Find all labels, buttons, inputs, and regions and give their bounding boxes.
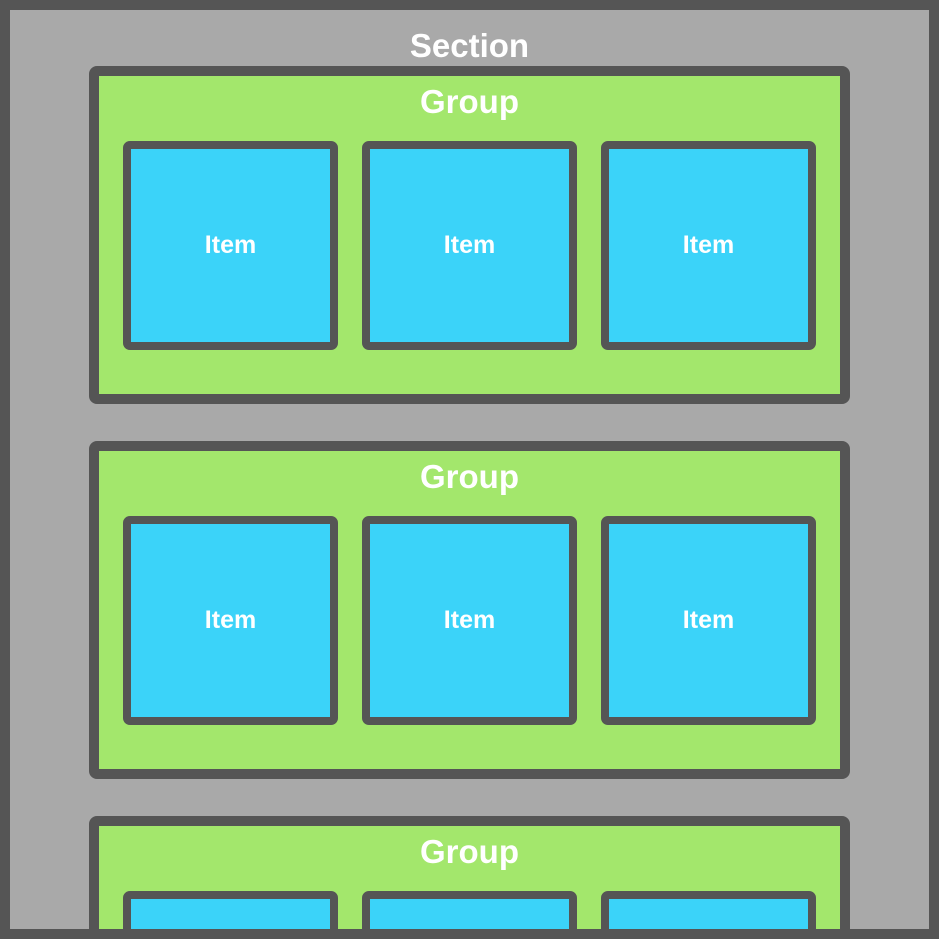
group-title: Group (420, 83, 519, 120)
items-row: Item Item Item (123, 516, 816, 725)
item-box: Item (123, 891, 338, 929)
section-title: Section (409, 27, 530, 64)
item-box: Item (601, 891, 816, 929)
items-row: Item Item Item (123, 141, 816, 350)
items-row: Item Item Item (123, 891, 816, 929)
item-box: Item (362, 141, 577, 350)
group-title: Group (420, 458, 519, 495)
group-2: Group Item Item Item (89, 441, 850, 779)
group-title: Group (420, 833, 519, 870)
item-box: Item (601, 141, 816, 350)
item-box: Item (601, 516, 816, 725)
group-3: Group Item Item Item (89, 816, 850, 929)
item-box: Item (362, 516, 577, 725)
item-box: Item (123, 516, 338, 725)
item-box: Item (362, 891, 577, 929)
group-1: Group Item Item Item (89, 66, 850, 404)
item-box: Item (123, 141, 338, 350)
